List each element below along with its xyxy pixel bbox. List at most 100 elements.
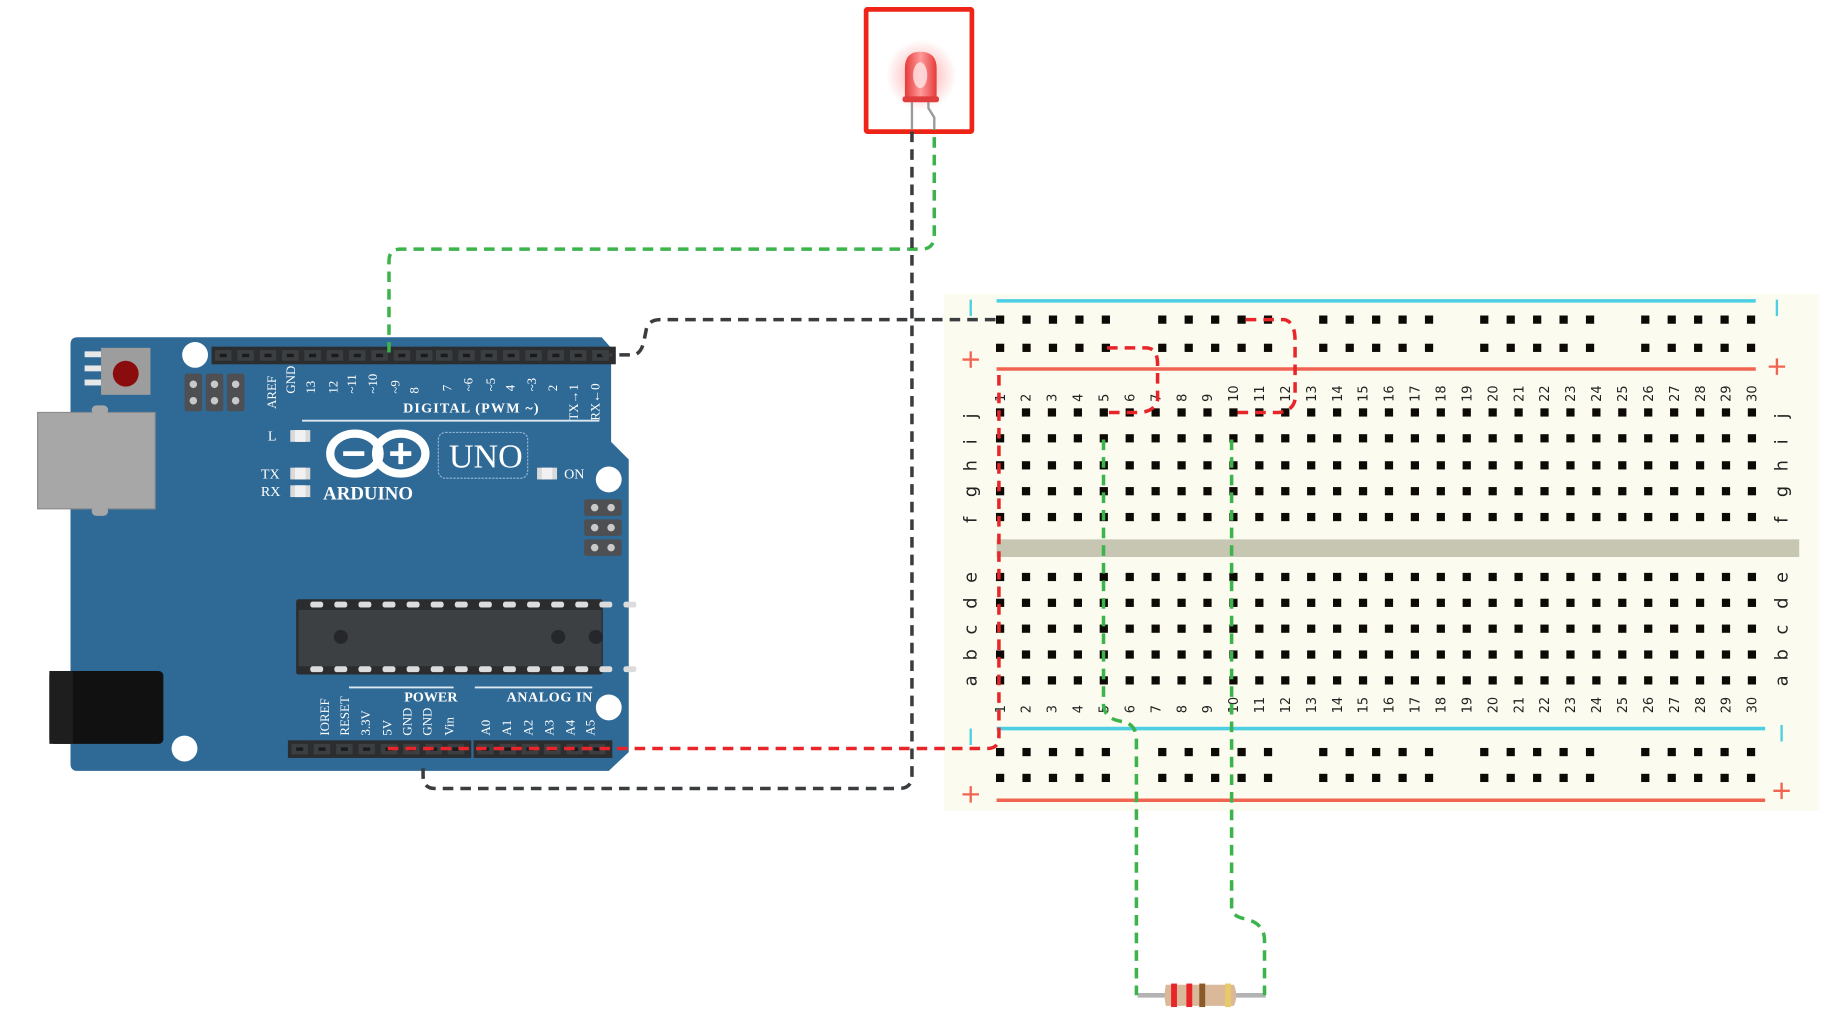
breadboard-hole[interactable] — [1514, 487, 1523, 496]
power-rail-hole[interactable] — [1667, 315, 1676, 324]
breadboard-hole[interactable] — [1618, 461, 1627, 470]
power-rail-hole[interactable] — [1559, 747, 1568, 757]
breadboard-hole[interactable] — [1177, 461, 1186, 470]
breadboard-hole[interactable] — [1125, 572, 1134, 582]
wire-breadboard-to-resistor-1[interactable] — [1101, 439, 1139, 996]
breadboard-hole[interactable] — [1721, 624, 1731, 633]
power-rail-hole[interactable] — [1533, 343, 1542, 352]
breadboard-hole[interactable] — [1436, 650, 1445, 659]
breadboard-hole[interactable] — [1151, 434, 1160, 443]
breadboard-hole[interactable] — [1384, 512, 1394, 522]
digital-header-right[interactable] — [432, 346, 616, 365]
breadboard-hole[interactable] — [1462, 408, 1471, 417]
breadboard-hole[interactable] — [1540, 624, 1549, 633]
breadboard-hole[interactable] — [1462, 461, 1471, 470]
power-rail-hole[interactable] — [1424, 315, 1434, 324]
power-rail-hole[interactable] — [1075, 747, 1084, 757]
power-rail-hole[interactable] — [995, 343, 1005, 352]
breadboard-hole[interactable] — [1618, 676, 1627, 685]
breadboard-hole[interactable] — [1721, 650, 1731, 659]
power-rail-hole[interactable] — [1075, 315, 1084, 324]
breadboard-hole[interactable] — [1307, 598, 1316, 607]
breadboard-hole[interactable] — [1177, 512, 1186, 522]
breadboard-hole[interactable] — [1514, 650, 1523, 659]
power-rail-hole[interactable] — [1075, 773, 1084, 783]
breadboard-hole[interactable] — [1670, 676, 1679, 685]
power-rail-hole[interactable] — [1048, 315, 1058, 324]
breadboard-hole[interactable] — [1047, 512, 1057, 522]
power-rail-hole[interactable] — [1022, 315, 1031, 324]
breadboard-hole[interactable] — [1436, 676, 1445, 685]
breadboard-hole[interactable] — [1514, 572, 1523, 582]
breadboard-hole[interactable] — [1566, 572, 1575, 582]
breadboard-hole[interactable] — [1333, 676, 1342, 685]
breadboard-hole[interactable] — [1333, 650, 1342, 659]
breadboard-hole[interactable] — [1384, 434, 1394, 443]
breadboard-hole[interactable] — [1021, 598, 1031, 607]
power-rail-hole[interactable] — [1720, 773, 1729, 783]
power-rail-hole[interactable] — [1746, 773, 1756, 783]
power-rail-hole[interactable] — [1720, 343, 1729, 352]
breadboard-hole[interactable] — [1177, 434, 1186, 443]
power-rail-hole[interactable] — [1506, 315, 1515, 324]
breadboard-hole[interactable] — [1436, 512, 1445, 522]
breadboard-hole[interactable] — [1695, 408, 1705, 417]
breadboard-hole[interactable] — [1592, 461, 1601, 470]
breadboard-hole[interactable] — [1670, 572, 1679, 582]
breadboard-hole[interactable] — [1307, 434, 1316, 443]
breadboard-hole[interactable] — [1670, 461, 1679, 470]
resistor[interactable] — [1137, 983, 1266, 1008]
led-highlight-box[interactable] — [863, 7, 975, 134]
breadboard-hole[interactable] — [1747, 624, 1757, 633]
breadboard-hole[interactable] — [1592, 408, 1601, 417]
breadboard-hole[interactable] — [1229, 434, 1238, 443]
breadboard-hole[interactable] — [1566, 624, 1575, 633]
breadboard-hole[interactable] — [1021, 408, 1031, 417]
breadboard-hole[interactable] — [1151, 650, 1160, 659]
breadboard-hole[interactable] — [1514, 434, 1523, 443]
breadboard-hole[interactable] — [1540, 512, 1549, 522]
power-rail-hole[interactable] — [1319, 773, 1328, 783]
breadboard-hole[interactable] — [1514, 461, 1523, 470]
breadboard-hole[interactable] — [1307, 624, 1316, 633]
power-rail-hole[interactable] — [1480, 315, 1489, 324]
breadboard-hole[interactable] — [1203, 650, 1212, 659]
power-rail-hole[interactable] — [1184, 343, 1193, 352]
power-rail-hole[interactable] — [1667, 773, 1676, 783]
breadboard-hole[interactable] — [1747, 408, 1757, 417]
breadboard-hole[interactable] — [1670, 624, 1679, 633]
breadboard-hole[interactable] — [1462, 572, 1471, 582]
breadboard-hole[interactable] — [1695, 512, 1705, 522]
breadboard-hole[interactable] — [1229, 624, 1238, 633]
breadboard-hole[interactable] — [1203, 598, 1212, 607]
breadboard-hole[interactable] — [1047, 408, 1057, 417]
power-rail-hole[interactable] — [1533, 747, 1542, 757]
breadboard-hole[interactable] — [1514, 676, 1523, 685]
breadboard-hole[interactable] — [1281, 461, 1290, 470]
breadboard-hole[interactable] — [1073, 408, 1082, 417]
breadboard-hole[interactable] — [1281, 624, 1290, 633]
breadboard-hole[interactable] — [1747, 572, 1757, 582]
breadboard-hole[interactable] — [1592, 624, 1601, 633]
power-rail-hole[interactable] — [1694, 747, 1703, 757]
breadboard-hole[interactable] — [1229, 461, 1238, 470]
breadboard-hole[interactable] — [1203, 512, 1212, 522]
breadboard-hole[interactable] — [1099, 572, 1108, 582]
breadboard-hole[interactable] — [1073, 461, 1082, 470]
breadboard-hole[interactable] — [1073, 572, 1082, 582]
breadboard-hole[interactable] — [1281, 434, 1290, 443]
breadboard-hole[interactable] — [1514, 624, 1523, 633]
breadboard-hole[interactable] — [1514, 598, 1523, 607]
jumper-red-1[interactable] — [1107, 346, 1160, 415]
breadboard-hole[interactable] — [1410, 434, 1420, 443]
breadboard-hole[interactable] — [1177, 676, 1186, 685]
power-rail-hole[interactable] — [1345, 773, 1354, 783]
power-rail-hole[interactable] — [1211, 343, 1220, 352]
breadboard-hole[interactable] — [1047, 487, 1057, 496]
breadboard-hole[interactable] — [1203, 487, 1212, 496]
breadboard-hole[interactable] — [1073, 434, 1082, 443]
breadboard-hole[interactable] — [1384, 676, 1394, 685]
breadboard-hole[interactable] — [1488, 408, 1497, 417]
power-rail-hole[interactable] — [1101, 747, 1110, 757]
power-rail-hole[interactable] — [1398, 315, 1407, 324]
